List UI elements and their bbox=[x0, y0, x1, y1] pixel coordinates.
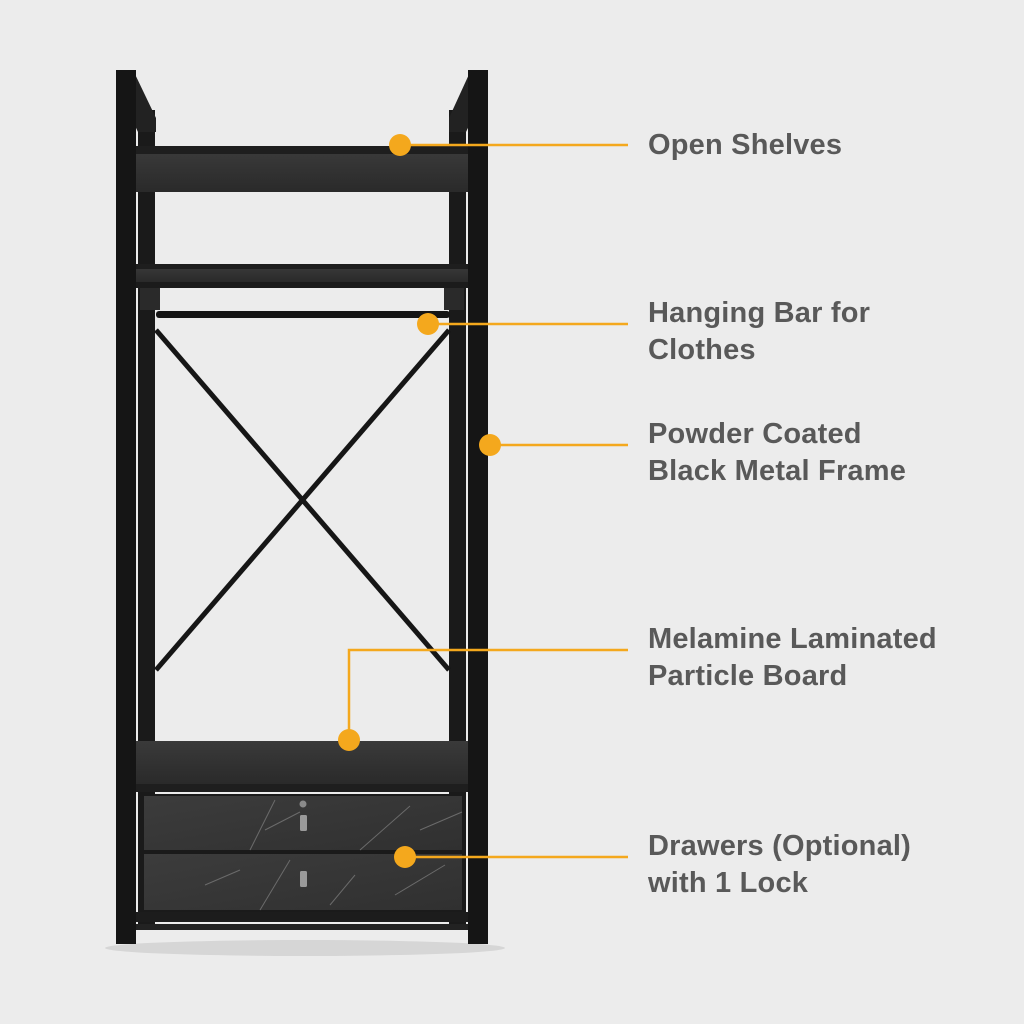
drawer-upper bbox=[142, 794, 464, 852]
cross-brace-b bbox=[154, 328, 451, 672]
base-rail bbox=[136, 912, 469, 922]
front-post-left bbox=[116, 70, 136, 944]
callout-drawers: Drawers (Optional) with 1 Lock bbox=[648, 828, 911, 902]
callout-text: Black Metal Frame bbox=[648, 455, 907, 487]
rear-post-right bbox=[449, 110, 466, 930]
bar-bracket-left bbox=[140, 288, 160, 310]
callout-text: Clothes bbox=[648, 334, 756, 366]
cabinet-top bbox=[136, 741, 469, 784]
callout-metal-frame: Powder Coated Black Metal Frame bbox=[648, 416, 906, 490]
drawer-handle-icon bbox=[300, 815, 307, 831]
callout-dot-icon bbox=[394, 846, 416, 868]
front-post-right bbox=[468, 70, 488, 944]
callout-dot-icon bbox=[389, 134, 411, 156]
middle-shelf bbox=[133, 266, 470, 282]
top-shelf bbox=[133, 150, 470, 192]
callout-markers bbox=[338, 134, 628, 868]
rear-post-left bbox=[138, 110, 155, 930]
drawer-handle-icon bbox=[300, 871, 307, 887]
bar-bracket-right bbox=[444, 288, 464, 310]
callout-open-shelves: Open Shelves bbox=[648, 127, 842, 164]
callout-text: Open Shelves bbox=[648, 129, 843, 161]
drawer-lower bbox=[142, 852, 464, 912]
lock-icon bbox=[299, 800, 307, 808]
callout-text: with 1 Lock bbox=[648, 867, 809, 899]
callout-hanging-bar: Hanging Bar for Clothes bbox=[648, 295, 870, 369]
callout-dot-icon bbox=[338, 729, 360, 751]
floor-shadow bbox=[105, 940, 505, 956]
callout-dot-icon bbox=[479, 434, 501, 456]
callout-text: Melamine Laminated bbox=[648, 623, 937, 655]
callout-text: Hanging Bar for bbox=[648, 297, 871, 329]
callout-dot-icon bbox=[417, 313, 439, 335]
callout-particle-board: Melamine Laminated Particle Board bbox=[648, 621, 937, 695]
hanging-bar bbox=[156, 311, 450, 318]
callout-text: Powder Coated bbox=[648, 418, 862, 450]
callout-text: Particle Board bbox=[648, 660, 848, 692]
callout-text: Drawers (Optional) bbox=[648, 830, 912, 862]
